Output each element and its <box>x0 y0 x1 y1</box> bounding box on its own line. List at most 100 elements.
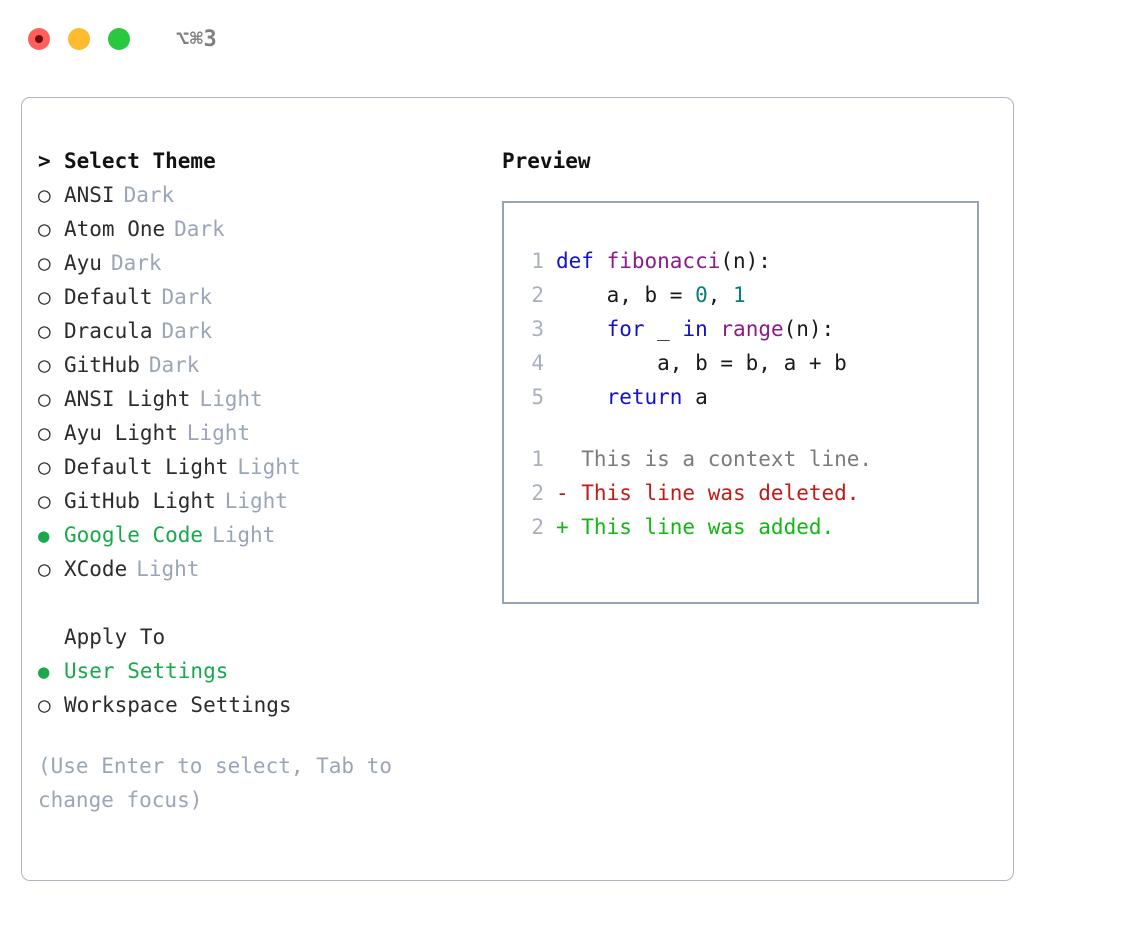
theme-name-label: Dracula <box>64 319 153 343</box>
theme-name-label: Default <box>64 285 153 309</box>
code-line: 1 def fibonacci(n): <box>518 249 971 283</box>
code-token: return <box>606 385 683 409</box>
radio-empty-icon[interactable]: ○ <box>38 183 51 207</box>
radio-empty-icon[interactable]: ○ <box>38 319 51 343</box>
code-diff-gap <box>518 419 971 447</box>
theme-list-item[interactable]: ○ GitHub Dark <box>38 353 478 387</box>
theme-list-item[interactable]: ○ Dracula Dark <box>38 319 478 353</box>
select-theme-title: Select Theme <box>64 149 216 173</box>
theme-name-label: Default Light <box>64 455 229 479</box>
diff-lines: 1 This is a context line.2- This line wa… <box>518 447 971 549</box>
theme-kind-label: Light <box>212 523 276 547</box>
list-spacer <box>38 591 478 625</box>
code-line-text: a, b = b, a + b <box>556 351 847 375</box>
window-controls <box>28 28 130 50</box>
diff-line-number: 2 <box>531 515 544 539</box>
zoom-window-button[interactable] <box>108 28 130 50</box>
radio-empty-icon[interactable]: ○ <box>38 421 51 445</box>
code-line-number: 4 <box>531 351 544 375</box>
code-token: for <box>606 317 645 341</box>
keyboard-hint-text: (Use Enter to select, Tab to change focu… <box>38 754 393 812</box>
diff-line: 2 - This line was deleted. <box>518 481 971 515</box>
code-token <box>556 385 607 409</box>
code-token: (n): <box>783 317 835 341</box>
radio-empty-icon[interactable]: ○ <box>38 489 51 513</box>
radio-empty-icon[interactable]: ○ <box>38 557 51 581</box>
diff-line-text: + This line was added. <box>556 515 835 539</box>
radio-empty-icon[interactable]: ○ <box>38 353 51 377</box>
select-theme-heading: > Select Theme <box>38 149 478 183</box>
theme-name-label: Ayu <box>64 251 102 275</box>
radio-empty-icon[interactable]: ○ <box>38 285 51 309</box>
minimize-window-button[interactable] <box>68 28 90 50</box>
code-line: 4 a, b = b, a + b <box>518 351 971 385</box>
code-token: , <box>707 283 734 307</box>
preview-title: Preview <box>502 149 591 173</box>
radio-empty-icon[interactable]: ○ <box>38 217 51 241</box>
focus-caret-icon: > <box>38 149 51 173</box>
theme-name-label: ANSI Light <box>64 387 191 411</box>
diff-line-number: 1 <box>531 447 544 471</box>
apply-to-item[interactable]: ○ Workspace Settings <box>38 693 478 727</box>
title-bar: ⌥⌘3 <box>0 0 1140 78</box>
code-line-text: for _ in range(n): <box>556 317 835 341</box>
code-token: (n): <box>720 249 771 273</box>
theme-list-item[interactable]: ○ Ayu Dark <box>38 251 478 285</box>
diff-line: 1 This is a context line. <box>518 447 971 481</box>
code-line-text: a, b = 0, 1 <box>556 283 746 307</box>
radio-empty-icon[interactable]: ○ <box>38 455 51 479</box>
code-token: def <box>556 249 607 273</box>
code-line-number: 1 <box>531 249 544 273</box>
theme-kind-label: Dark <box>110 251 162 275</box>
diff-line-text: This is a context line. <box>556 447 873 471</box>
code-token: a, b = <box>556 283 696 307</box>
code-line: 5 return a <box>518 385 971 419</box>
apply-to-label: Workspace Settings <box>64 693 292 717</box>
theme-list-item[interactable]: ○ XCode Light <box>38 557 478 591</box>
theme-kind-label: Dark <box>161 319 213 343</box>
code-line: 2 a, b = 0, 1 <box>518 283 971 317</box>
apply-to-list: ● User Settings ○ Workspace Settings <box>38 659 478 727</box>
code-line-text: def fibonacci(n): <box>556 249 771 273</box>
code-token: fibonacci <box>606 249 721 273</box>
theme-name-label: GitHub <box>64 353 140 377</box>
apply-to-title: Apply To <box>64 625 166 649</box>
theme-kind-label: Dark <box>148 353 200 377</box>
code-token: a, b = b, a + b <box>556 351 847 375</box>
radio-selected-icon[interactable]: ● <box>38 661 50 683</box>
theme-kind-label: Light <box>224 489 288 513</box>
theme-kind-label: Dark <box>174 217 225 241</box>
theme-kind-label: Light <box>186 421 251 445</box>
radio-selected-icon[interactable]: ● <box>38 525 50 547</box>
radio-empty-icon[interactable]: ○ <box>38 387 51 411</box>
radio-empty-icon[interactable]: ○ <box>38 693 51 717</box>
theme-kind-label: Dark <box>123 183 175 207</box>
theme-list-item[interactable]: ○ Default Dark <box>38 285 478 319</box>
theme-list-item[interactable]: ○ GitHub Light Light <box>38 489 478 523</box>
theme-kind-label: Dark <box>161 285 213 309</box>
radio-empty-icon[interactable]: ○ <box>38 251 51 275</box>
apply-to-label: User Settings <box>64 659 229 683</box>
code-line-text: return a <box>556 385 708 409</box>
code-line: 3 for _ in range(n): <box>518 317 971 351</box>
theme-name-label: XCode <box>64 557 128 581</box>
theme-name-label: GitHub Light <box>64 489 216 513</box>
close-window-button[interactable] <box>28 28 50 50</box>
keyboard-shortcut-label: ⌥⌘3 <box>176 26 218 52</box>
apply-to-item[interactable]: ● User Settings <box>38 659 478 693</box>
diff-line-number: 2 <box>531 481 544 505</box>
theme-kind-label: Light <box>136 557 200 581</box>
diff-line-text: - This line was deleted. <box>556 481 860 505</box>
